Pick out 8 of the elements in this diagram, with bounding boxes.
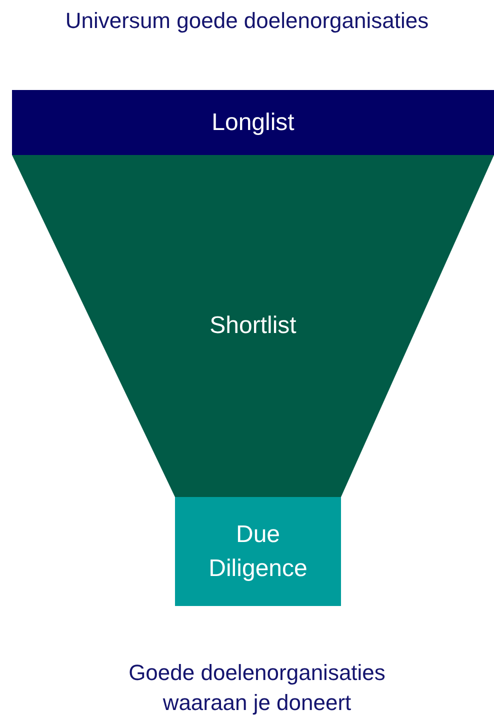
node-label: Longlist bbox=[212, 108, 294, 138]
node-label: Due Diligence bbox=[208, 520, 308, 584]
title: Universum goede doelenorganisaties bbox=[64, 7, 430, 35]
funnel-trapezoid bbox=[12, 155, 494, 497]
node-label: Shortlist bbox=[210, 311, 296, 341]
longlist-band bbox=[12, 90, 494, 155]
due-diligence-box bbox=[175, 497, 341, 606]
caption: Goede doelenorganisaties waaraan je doneert bbox=[128, 659, 386, 717]
